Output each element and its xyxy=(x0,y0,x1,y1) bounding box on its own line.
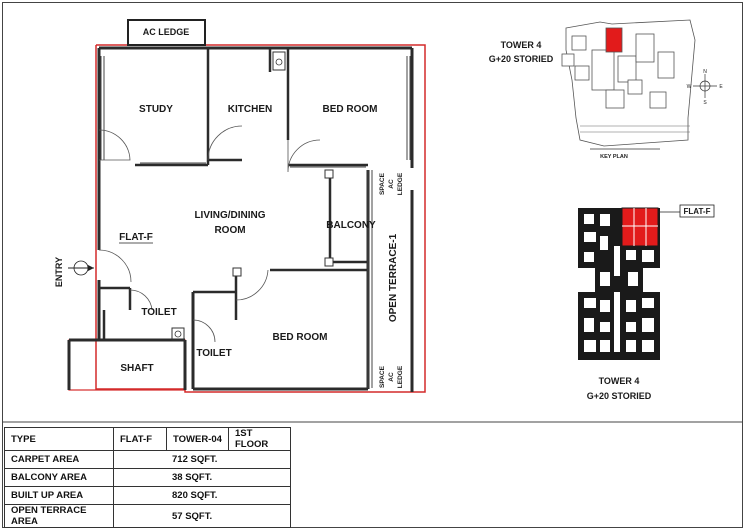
key-plan: TOWER 4 G+20 STORIED KEY PLAN xyxy=(489,19,724,160)
table-row: CARPET AREA 712 SQFT. xyxy=(4,450,291,469)
svg-text:E: E xyxy=(719,84,723,90)
tower-plan: FLAT-F TOWER 4 G+20 STORIED xyxy=(578,204,715,401)
row-label: BUILT UP AREA xyxy=(4,486,114,505)
row-value: 820 SQFT. xyxy=(113,486,291,505)
space-ac-ledge-top-3: LEDGE xyxy=(397,172,404,195)
row-value: 57 SQFT. xyxy=(113,504,291,528)
room-label-bedroom-2: BED ROOM xyxy=(273,332,328,343)
room-label-open-terrace: OPEN TERRACE-1 xyxy=(388,233,399,322)
key-plan-storeys: G+20 STORIED xyxy=(489,54,554,64)
space-ac-ledge-bot-1: SPACE xyxy=(379,365,386,388)
row-value: 38 SQFT. xyxy=(113,468,291,487)
space-ac-ledge-top-1: SPACE xyxy=(379,172,386,195)
room-label-toilet-1: TOILET xyxy=(141,307,176,318)
space-ac-ledge-bot-2: AC xyxy=(388,372,395,382)
row-label: OPEN TERRACE AREA xyxy=(4,504,114,528)
room-label-toilet-2: TOILET xyxy=(196,348,231,359)
entry-label: ENTRY xyxy=(54,257,64,287)
svg-text:N: N xyxy=(703,69,707,75)
svg-text:W: W xyxy=(687,84,692,90)
key-plan-tower-name: TOWER 4 xyxy=(501,40,542,50)
space-ac-ledge-bot-3: LEDGE xyxy=(397,365,404,388)
table-row: BALCONY AREA 38 SQFT. xyxy=(4,468,291,487)
tower-plan-flat-highlight xyxy=(621,207,659,247)
row-value: 712 SQFT. xyxy=(113,450,291,469)
row-label: BALCONY AREA xyxy=(4,468,114,487)
tower-plan-storeys: G+20 STORIED xyxy=(587,391,652,401)
svg-text:S: S xyxy=(703,100,707,106)
room-label-study: STUDY xyxy=(139,104,173,115)
wc-fixture xyxy=(171,327,185,341)
area-table: TYPE FLAT-F TOWER-04 1ST FLOOR CARPET AR… xyxy=(4,427,291,528)
table-header-floor: 1ST FLOOR xyxy=(228,427,291,451)
table-header-tower: TOWER-04 xyxy=(166,427,229,451)
door-swing-kitchen xyxy=(207,125,243,161)
compass-icon: N S W E xyxy=(687,69,724,106)
door-swing-toilet2 xyxy=(192,319,216,343)
door-swing-toilet1 xyxy=(129,289,153,311)
floor-plan: AC LEDGE STUDY KITCHEN BED ROOM LIVING/D… xyxy=(54,19,426,393)
ac-ledge-box xyxy=(127,19,206,46)
tower-plan-callout: FLAT-F xyxy=(684,207,711,216)
table-header-flat: FLAT-F xyxy=(113,427,167,451)
row-label: CARPET AREA xyxy=(4,450,114,469)
key-plan-flat-highlight xyxy=(605,27,623,53)
room-label-shaft: SHAFT xyxy=(120,363,153,374)
space-ac-ledge-top-2: AC xyxy=(388,179,395,189)
tower-plan-callout-box xyxy=(679,204,715,218)
door-swing-bedroom1 xyxy=(287,139,321,173)
flat-tag: FLAT-F xyxy=(119,232,153,243)
area-table-header-row: TYPE FLAT-F TOWER-04 1ST FLOOR xyxy=(4,427,291,451)
table-row: BUILT UP AREA 820 SQFT. xyxy=(4,486,291,505)
room-label-living-dining: LIVING/DINING xyxy=(194,210,265,221)
room-label-ac-ledge: AC LEDGE xyxy=(143,27,190,37)
table-header-type: TYPE xyxy=(4,427,114,451)
door-swing-study xyxy=(98,129,131,161)
entry-arrow-icon xyxy=(68,260,94,276)
room-label-living-dining-room: ROOM xyxy=(214,225,245,236)
room-label-balcony: BALCONY xyxy=(326,220,376,231)
tower-plan-tower-name: TOWER 4 xyxy=(599,376,640,386)
door-swing-bedroom2 xyxy=(235,269,269,301)
room-label-bedroom-1: BED ROOM xyxy=(323,104,378,115)
table-row: OPEN TERRACE AREA 57 SQFT. xyxy=(4,504,291,528)
sink xyxy=(272,51,286,71)
key-plan-caption: KEY PLAN xyxy=(600,154,628,160)
door-swing-entry xyxy=(98,249,132,283)
room-label-kitchen: KITCHEN xyxy=(228,104,272,115)
